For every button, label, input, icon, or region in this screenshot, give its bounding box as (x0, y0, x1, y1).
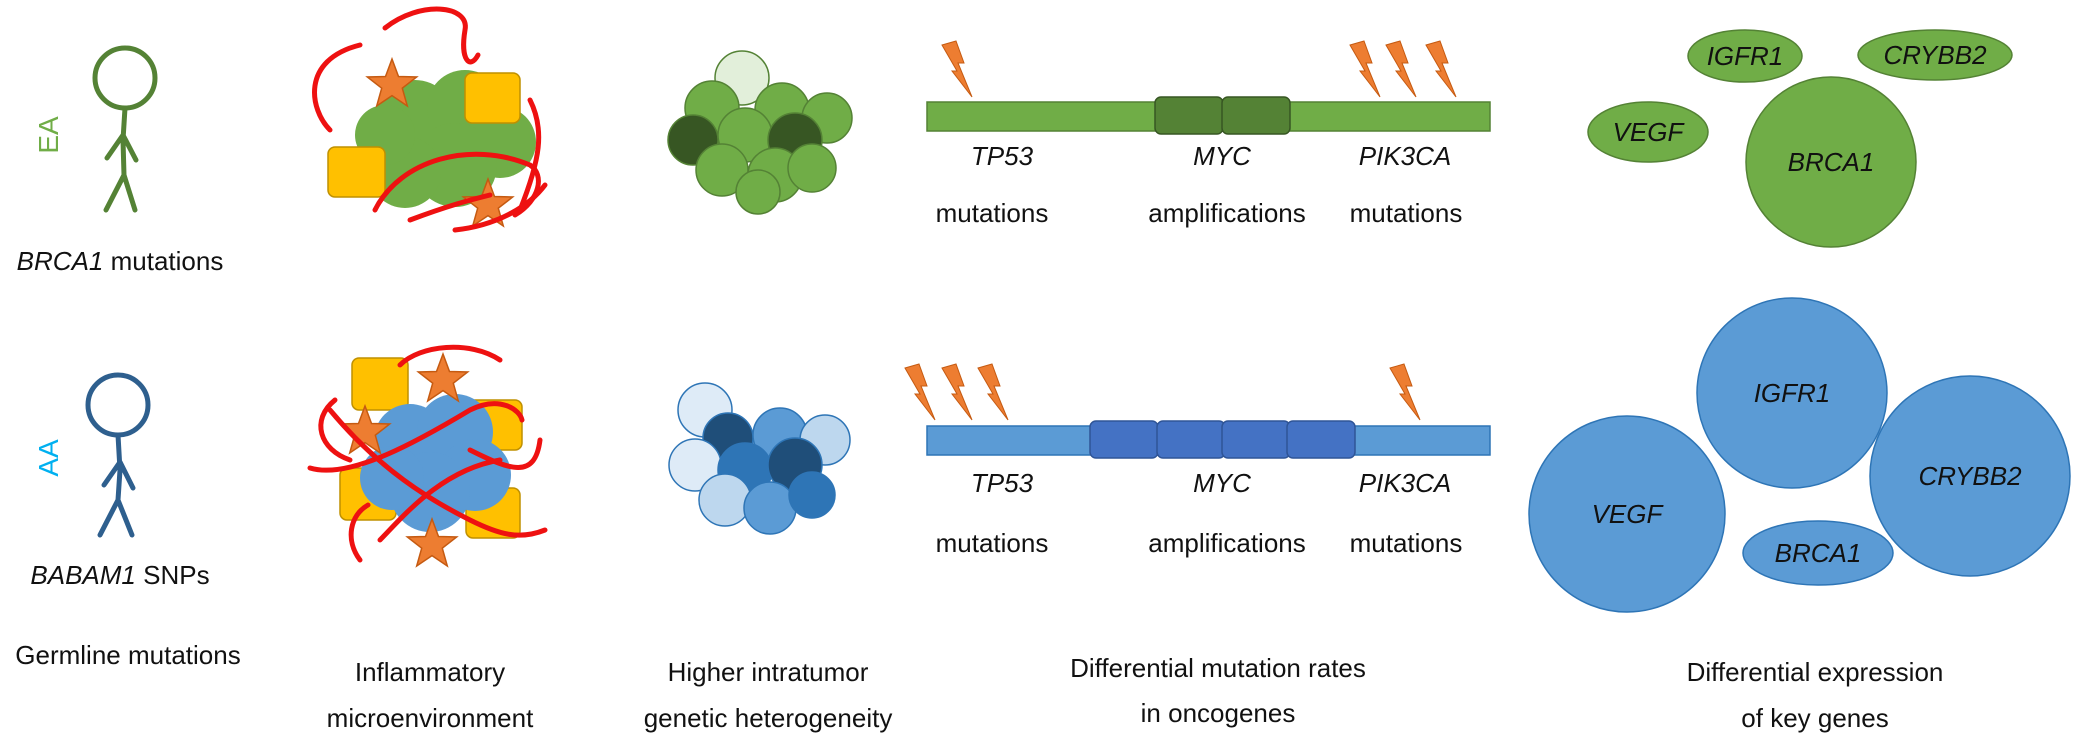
ea-expr-label-crybb2: CRYBB2 (1883, 40, 1987, 70)
aa-expr-label-brca1: BRCA1 (1775, 538, 1862, 568)
ea-event-tp53: mutations (936, 198, 1049, 228)
aa-myc-segment (1156, 420, 1226, 459)
aa-square-icon-1 (351, 357, 409, 411)
aa-strand-icon (307, 344, 548, 563)
aa-expr-label-vegf: VEGF (1592, 499, 1665, 529)
ea-expr-label-vegf: VEGF (1613, 117, 1686, 147)
ea-germline-suffix: mutations (103, 246, 223, 276)
aa-expression-bubbles: IGFR1 CRYBB2 VEGF BRCA1 (1528, 297, 2071, 613)
aa-expression-bubble-icon-crybb2 (1869, 375, 2071, 577)
aa-event-tp53: mutations (936, 528, 1049, 558)
ea-myc-segment (1154, 96, 1224, 135)
ea-expression-bubble-icon-brca1 (1745, 76, 1917, 248)
ea-group-label: EA (33, 116, 64, 154)
caption-inflammatory-line1: Inflammatory (355, 657, 505, 687)
ea-row: EA BRCA1 mutations (17, 6, 2013, 276)
caption-expression-line1: Differential expression (1687, 657, 1944, 687)
aa-expr-label-crybb2: CRYBB2 (1918, 461, 2022, 491)
ea-strand-icon (312, 6, 548, 233)
caption-expression-line2: of key genes (1741, 703, 1888, 733)
aa-group-label: AA (33, 439, 64, 477)
aa-person-icon (85, 372, 151, 538)
aa-expression-bubble-icon-vegf (1528, 415, 1726, 613)
aa-lightning-icon (904, 363, 936, 421)
aa-myc-segment (1089, 420, 1159, 459)
caption-germline: Germline mutations (15, 640, 240, 670)
ea-tumor-cluster-icon (667, 50, 853, 215)
ea-myc-segment (1221, 96, 1291, 135)
caption-inflammatory-line2: microenvironment (327, 703, 534, 733)
ea-chromosome-bar-icon (926, 40, 1491, 135)
aa-myc-segment (1221, 420, 1291, 459)
ea-gene-tp53: TP53 (971, 141, 1034, 171)
caption-heterogeneity-line1: Higher intratumor (668, 657, 869, 687)
ea-expression-bubbles: IGFR1 CRYBB2 VEGF BRCA1 (1587, 29, 2013, 248)
aa-germline-text: BABAM1 SNPs (30, 560, 209, 590)
aa-event-myc: amplifications (1148, 528, 1306, 558)
aa-expression-bubble-icon-brca1 (1742, 520, 1894, 586)
aa-germline-gene: BABAM1 (30, 560, 136, 590)
ea-lightning-icon (1425, 40, 1457, 98)
ea-expression-bubble-icon-crybb2 (1857, 29, 2013, 81)
ea-expr-label-brca1: BRCA1 (1788, 147, 1875, 177)
caption-mutation-rates-line2: in oncogenes (1141, 698, 1296, 728)
aa-tumor-cluster-icon (668, 382, 851, 535)
ea-tumor-blob (355, 70, 536, 208)
aa-germline-suffix: SNPs (136, 560, 210, 590)
caption-heterogeneity-line2: genetic heterogeneity (644, 703, 893, 733)
caption-mutation-rates-line1: Differential mutation rates (1070, 653, 1366, 683)
aa-chromosome-bar-icon (904, 363, 1491, 459)
aa-inflammatory-microenvironment (307, 344, 548, 567)
ea-square-icon-1 (464, 72, 521, 124)
ea-square-icon-2 (327, 146, 386, 198)
ea-germline-gene: BRCA1 (17, 246, 104, 276)
aa-gene-pik3ca: PIK3CA (1359, 468, 1452, 498)
ea-expression-bubble-icon-igfr1 (1687, 29, 1803, 83)
ea-gene-pik3ca: PIK3CA (1359, 141, 1452, 171)
ea-event-myc: amplifications (1148, 198, 1306, 228)
ea-person-icon (92, 45, 158, 213)
aa-lightning-icon (977, 363, 1009, 421)
ea-germline-text: BRCA1 mutations (17, 246, 224, 276)
ea-expr-label-igfr1: IGFR1 (1707, 41, 1784, 71)
aa-lightning-icon (941, 363, 973, 421)
aa-expr-label-igfr1: IGFR1 (1754, 378, 1831, 408)
aa-event-pik3ca: mutations (1350, 528, 1463, 558)
ea-expression-bubble-icon-vegf (1587, 101, 1709, 163)
aa-star-icon-1 (417, 353, 469, 402)
aa-row: AA BABAM1 SNPs (30, 297, 2071, 613)
aa-myc-segment (1286, 420, 1356, 459)
aa-gene-tp53: TP53 (971, 468, 1034, 498)
captions: Germline mutations Inflammatory microenv… (15, 640, 1943, 733)
ea-lightning-icon (941, 40, 973, 98)
aa-expression-bubble-icon-igfr1 (1696, 297, 1888, 489)
ea-lightning-icon (1385, 40, 1417, 98)
aa-gene-myc: MYC (1193, 468, 1251, 498)
aa-lightning-icon (1389, 363, 1421, 421)
ea-gene-myc: MYC (1193, 141, 1251, 171)
ea-event-pik3ca: mutations (1350, 198, 1463, 228)
ea-lightning-icon (1349, 40, 1381, 98)
ea-inflammatory-microenvironment (312, 6, 548, 233)
